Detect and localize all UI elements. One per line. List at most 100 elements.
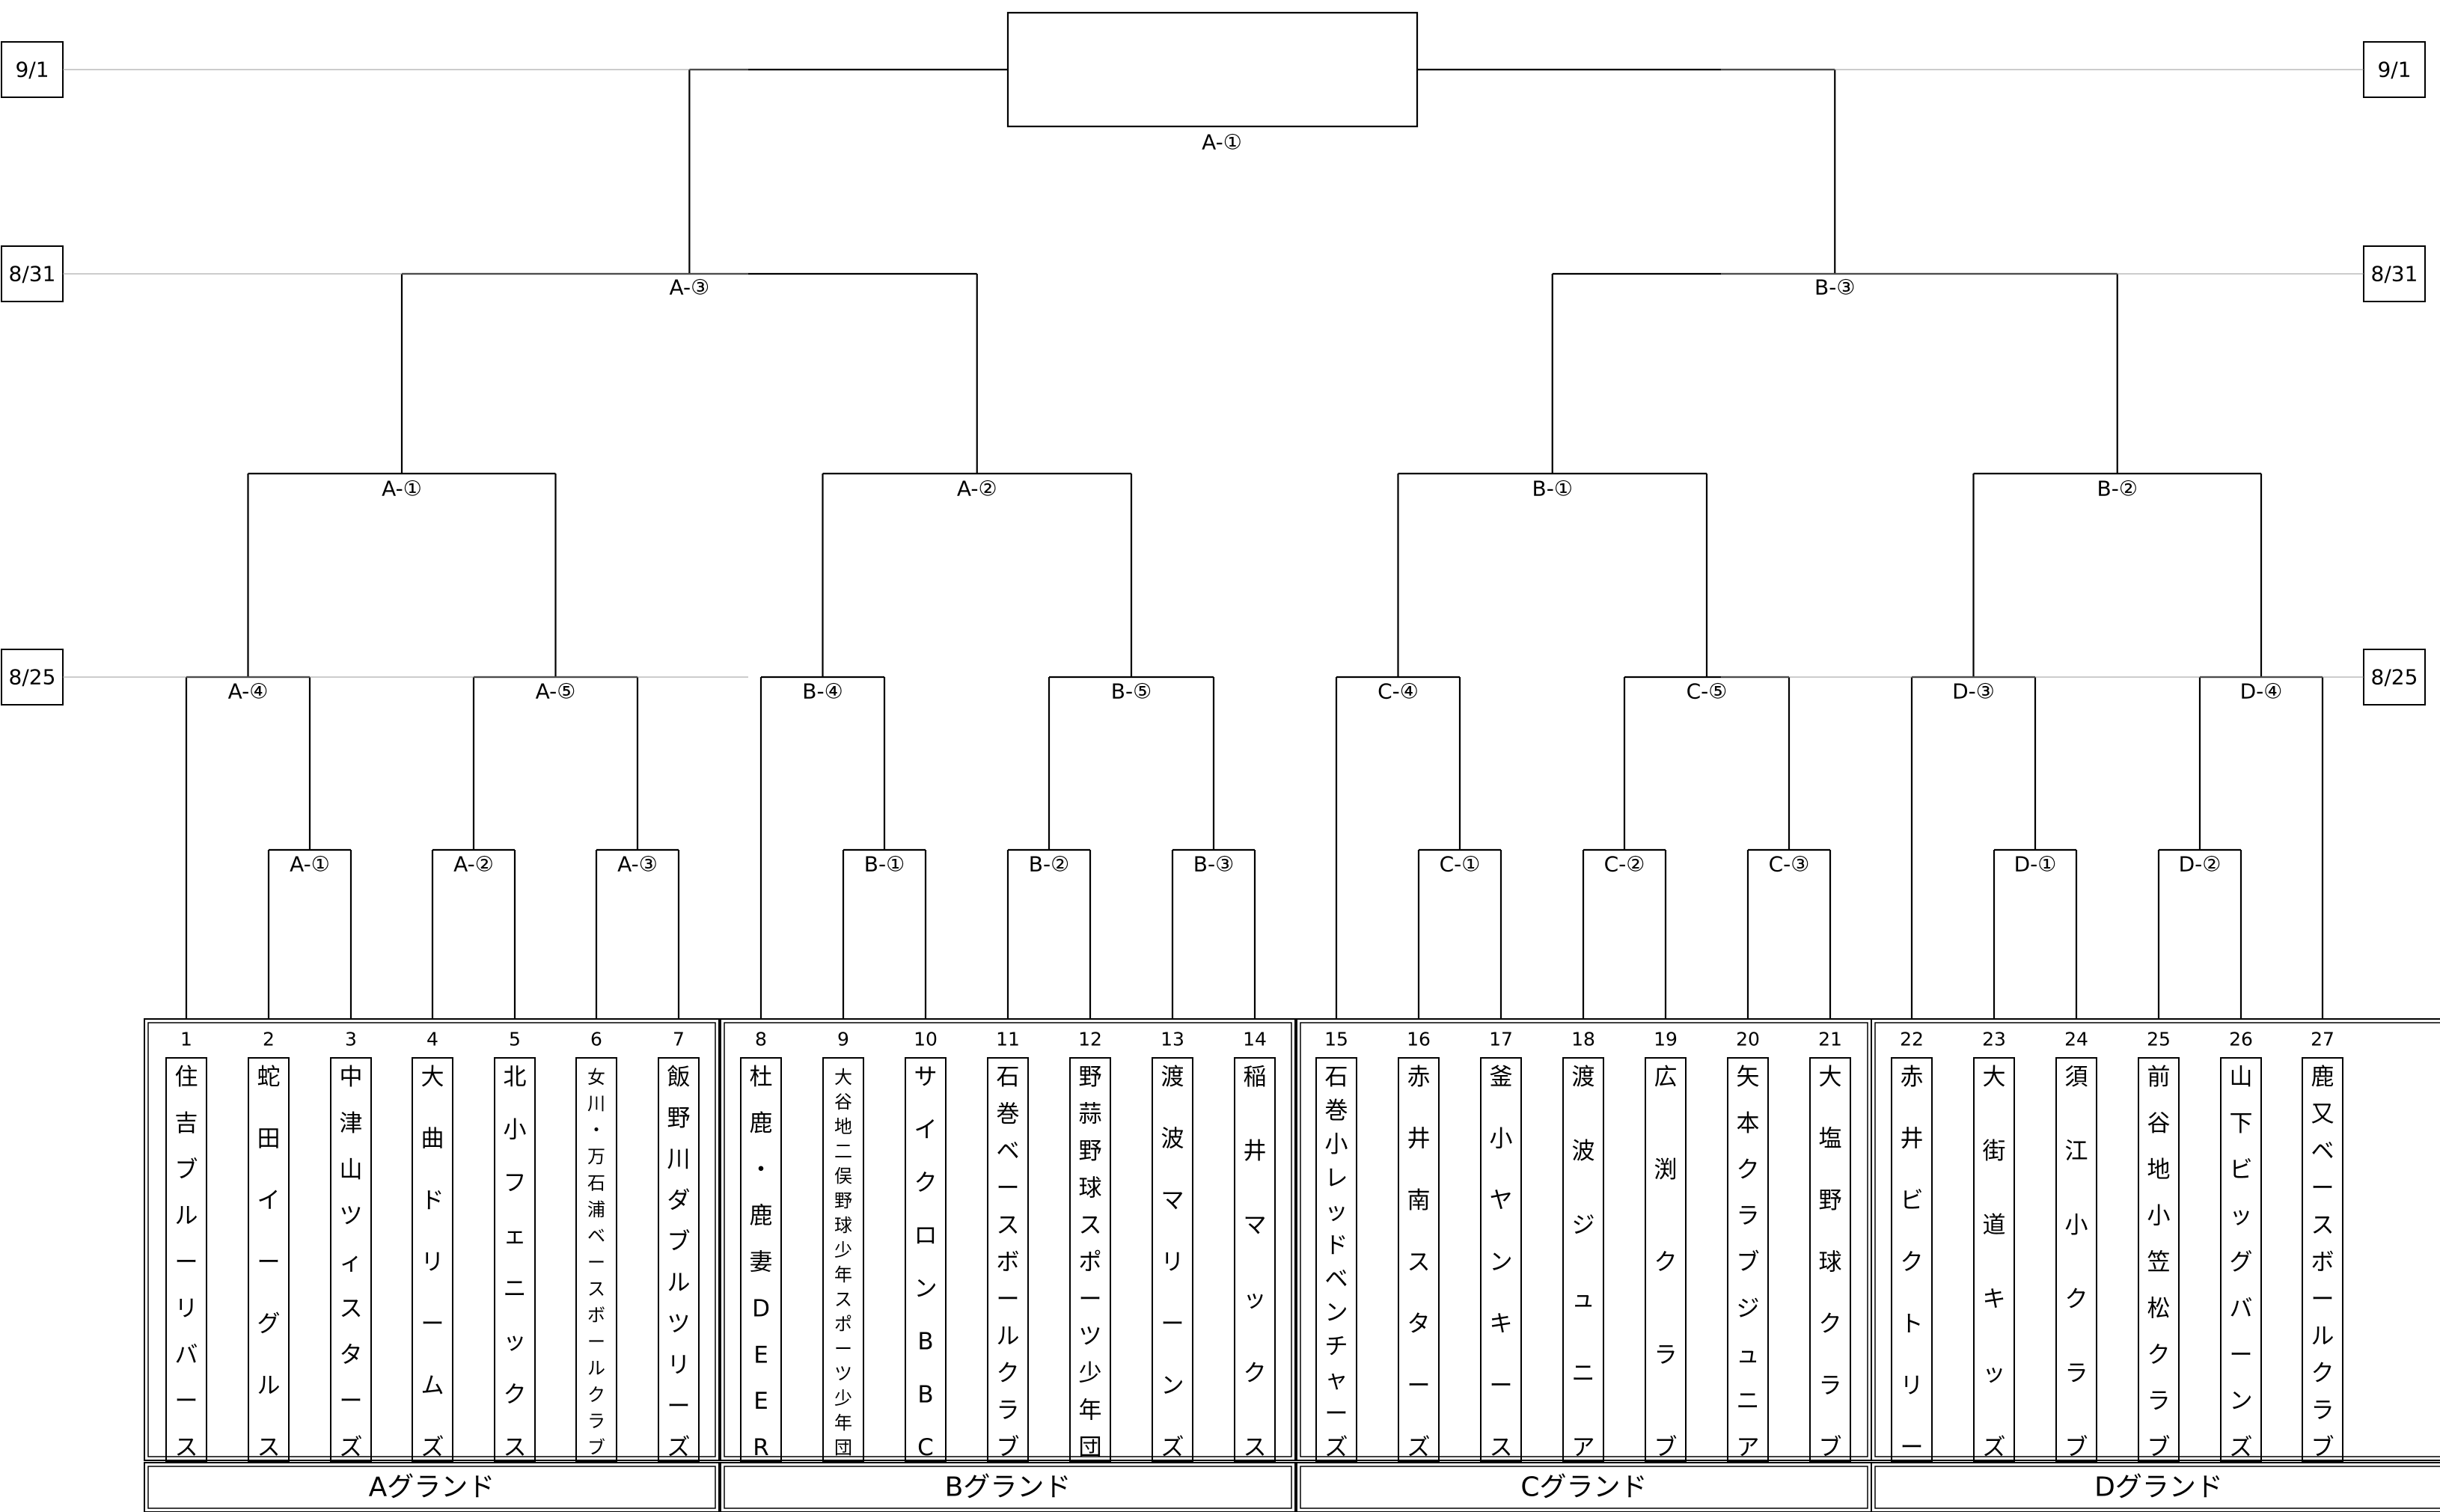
team-name-char: 団 bbox=[1079, 1434, 1102, 1461]
team-name-char: 前 bbox=[2147, 1064, 2171, 1091]
team-name-char: ー bbox=[1325, 1401, 1348, 1427]
team-name-char: ス bbox=[2311, 1212, 2334, 1239]
team-name-char: ツ bbox=[1079, 1323, 1102, 1350]
team-name-char: ク bbox=[1901, 1249, 1924, 1276]
team-name-char: ブ bbox=[2311, 1434, 2334, 1461]
team-name-box bbox=[1973, 1057, 2015, 1463]
final-match-label: A-① bbox=[1202, 130, 1242, 155]
team-name-char: ー bbox=[997, 1175, 1020, 1202]
team-name-char: 石 bbox=[587, 1172, 605, 1193]
team-name-char: ア bbox=[1737, 1434, 1760, 1461]
team-name-char: ズ bbox=[1325, 1434, 1348, 1461]
date-label-left: 8/31 bbox=[9, 262, 56, 287]
team-name-char: 妻 bbox=[750, 1249, 773, 1276]
team-name-char: 江 bbox=[2065, 1138, 2088, 1165]
team-name-char: ク bbox=[1737, 1157, 1760, 1184]
team-name-char: 田 bbox=[257, 1126, 281, 1153]
team-name-char: ・ bbox=[750, 1157, 773, 1184]
team-number: 6 bbox=[590, 1029, 602, 1050]
team-name-char: 球 bbox=[1079, 1175, 1102, 1202]
round2-match-label: A-⑤ bbox=[536, 679, 576, 704]
round1-match-label: C-③ bbox=[1769, 852, 1810, 877]
team-roster: 1住吉ブルーリバース2蛇田イーグルス3中津山ツィスターズ4大曲ドリームズ5北小フ… bbox=[144, 1018, 2440, 1463]
team-name-char: 住 bbox=[175, 1064, 198, 1091]
team-number: 9 bbox=[837, 1029, 849, 1050]
round1-match-label: B-① bbox=[864, 852, 905, 877]
team-name-char: ニ bbox=[504, 1276, 527, 1303]
ground-label-box-inner bbox=[147, 1466, 716, 1509]
team-name-char: ク bbox=[2311, 1360, 2334, 1387]
team-name-char: 赤 bbox=[1901, 1064, 1924, 1091]
team-number: 25 bbox=[2147, 1029, 2171, 1050]
team-name-char: ダ bbox=[667, 1187, 691, 1214]
team-name-char: 鹿 bbox=[750, 1203, 773, 1230]
team-name-char: ク bbox=[1654, 1249, 1678, 1276]
team-name-char: ラ bbox=[1654, 1341, 1678, 1368]
team-name-char: 南 bbox=[1407, 1187, 1431, 1214]
round3-match-label: A-① bbox=[382, 477, 422, 501]
team-name-char: 二 bbox=[834, 1141, 852, 1162]
team-name-char: 笠 bbox=[2147, 1249, 2171, 1276]
team-name-char: 釜 bbox=[1490, 1064, 1513, 1091]
team-name-char: 下 bbox=[2230, 1110, 2253, 1137]
team-number: 13 bbox=[1161, 1029, 1184, 1050]
team-name-char: 小 bbox=[1490, 1126, 1513, 1153]
team-name-char: ボ bbox=[587, 1305, 605, 1326]
team-name-char: ク bbox=[2065, 1286, 2088, 1313]
date-label-left: 9/1 bbox=[15, 58, 49, 82]
team-name-char: ブ bbox=[2065, 1434, 2088, 1461]
team-name-char: ツ bbox=[340, 1203, 363, 1230]
team-name-char: ス bbox=[504, 1434, 527, 1461]
team-name-char: ズ bbox=[667, 1434, 691, 1461]
champion-box bbox=[1006, 11, 1419, 128]
team-number: 11 bbox=[996, 1029, 1020, 1050]
team-name-char: ス bbox=[175, 1434, 198, 1461]
team-name-char: 少 bbox=[834, 1240, 852, 1261]
team-name-char: 山 bbox=[2230, 1064, 2253, 1091]
team-name-char: 谷 bbox=[2147, 1110, 2171, 1137]
date-label-left: 8/25 bbox=[9, 665, 56, 690]
team-name-char: ジ bbox=[1737, 1295, 1760, 1322]
team-number: 23 bbox=[1982, 1029, 2006, 1050]
team-name-char: 井 bbox=[1407, 1126, 1431, 1153]
team-name-char: 小 bbox=[2147, 1203, 2171, 1230]
team-name-char: 球 bbox=[1819, 1249, 1842, 1276]
team-name-char: ベ bbox=[997, 1138, 1020, 1165]
team-name-char: 北 bbox=[504, 1064, 527, 1091]
team-name-char: ル bbox=[2311, 1323, 2334, 1350]
team-name-char: ア bbox=[1572, 1434, 1595, 1461]
team-number: 2 bbox=[263, 1029, 275, 1050]
team-name-char: ベ bbox=[2311, 1138, 2334, 1165]
team-name-char: 巻 bbox=[997, 1101, 1020, 1128]
team-name-char: ト bbox=[1901, 1311, 1924, 1338]
team-number: 15 bbox=[1324, 1029, 1348, 1050]
team-name-char: ン bbox=[2230, 1388, 2253, 1415]
round1-match-label: A-③ bbox=[617, 852, 658, 877]
round1-match-label: A-① bbox=[290, 852, 330, 877]
team-name-char: ツ bbox=[667, 1311, 691, 1338]
ground-label-box bbox=[1871, 1462, 2440, 1512]
team-name-char: 少 bbox=[1079, 1360, 1102, 1387]
team-name-char: ド bbox=[1325, 1232, 1348, 1259]
team-name-char: ル bbox=[667, 1270, 691, 1297]
team-name-char: 大 bbox=[421, 1064, 444, 1091]
team-name-char: ズ bbox=[1161, 1434, 1184, 1461]
team-name-char: ル bbox=[175, 1203, 198, 1230]
team-name-char: 山 bbox=[340, 1157, 363, 1184]
round2-match-label: B-⑤ bbox=[1111, 679, 1152, 704]
round1-match-label: A-② bbox=[453, 852, 494, 877]
team-number: 18 bbox=[1571, 1029, 1595, 1050]
team-name-char: 矢 bbox=[1737, 1064, 1760, 1091]
ground-label-box bbox=[720, 1462, 1296, 1512]
team-number: 21 bbox=[1818, 1029, 1842, 1050]
team-name-char: B bbox=[917, 1329, 933, 1356]
date-label-right: 9/1 bbox=[2377, 58, 2411, 82]
team-name-char: ク bbox=[997, 1360, 1020, 1387]
round2-match-label: C-④ bbox=[1378, 679, 1419, 704]
team-name-box bbox=[1234, 1057, 1276, 1463]
